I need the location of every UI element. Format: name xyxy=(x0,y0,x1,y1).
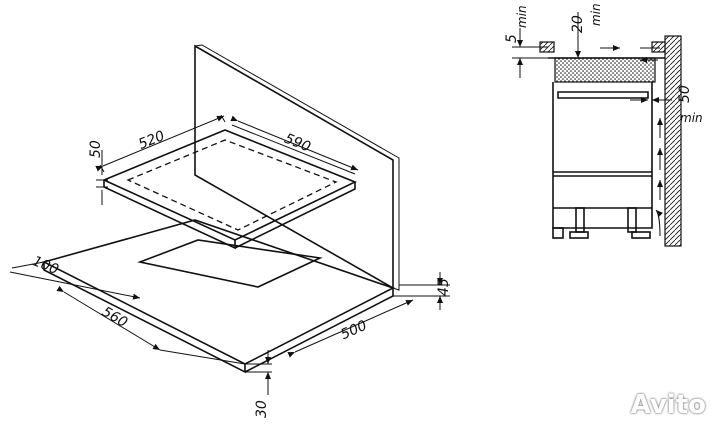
isometric-view: 520 590 50 100 560 500 45 30 xyxy=(9,44,452,418)
dim-50-min-unit: min xyxy=(680,111,703,125)
hob-inner-outline xyxy=(126,139,338,231)
cabinet xyxy=(552,82,653,229)
dim-30-label: 30 xyxy=(254,400,270,418)
dim-20-label: 20 xyxy=(570,15,586,33)
wall-section xyxy=(664,35,682,247)
dim-50-min-label: 50 xyxy=(677,85,693,103)
dimension-lines xyxy=(9,114,450,395)
section-view: 5 min 20 min 50 min xyxy=(504,3,703,247)
countertop-cutout xyxy=(137,239,323,288)
dim-20-min-label: min xyxy=(589,3,603,26)
dim-5-min-label: min xyxy=(515,5,529,28)
dim-520-label: 520 xyxy=(136,128,167,153)
dim-50-label: 50 xyxy=(88,140,104,158)
back-wall xyxy=(194,44,394,290)
dim-590-label: 590 xyxy=(282,131,313,156)
hob-body-section xyxy=(554,57,656,83)
dim-100-label: 100 xyxy=(30,253,61,278)
watermark-logo: Avito xyxy=(630,390,706,420)
dim-45-label: 45 xyxy=(436,278,452,296)
countertop xyxy=(41,219,396,365)
dim-560-label: 560 xyxy=(99,304,130,331)
dim-5-label: 5 xyxy=(504,34,520,43)
